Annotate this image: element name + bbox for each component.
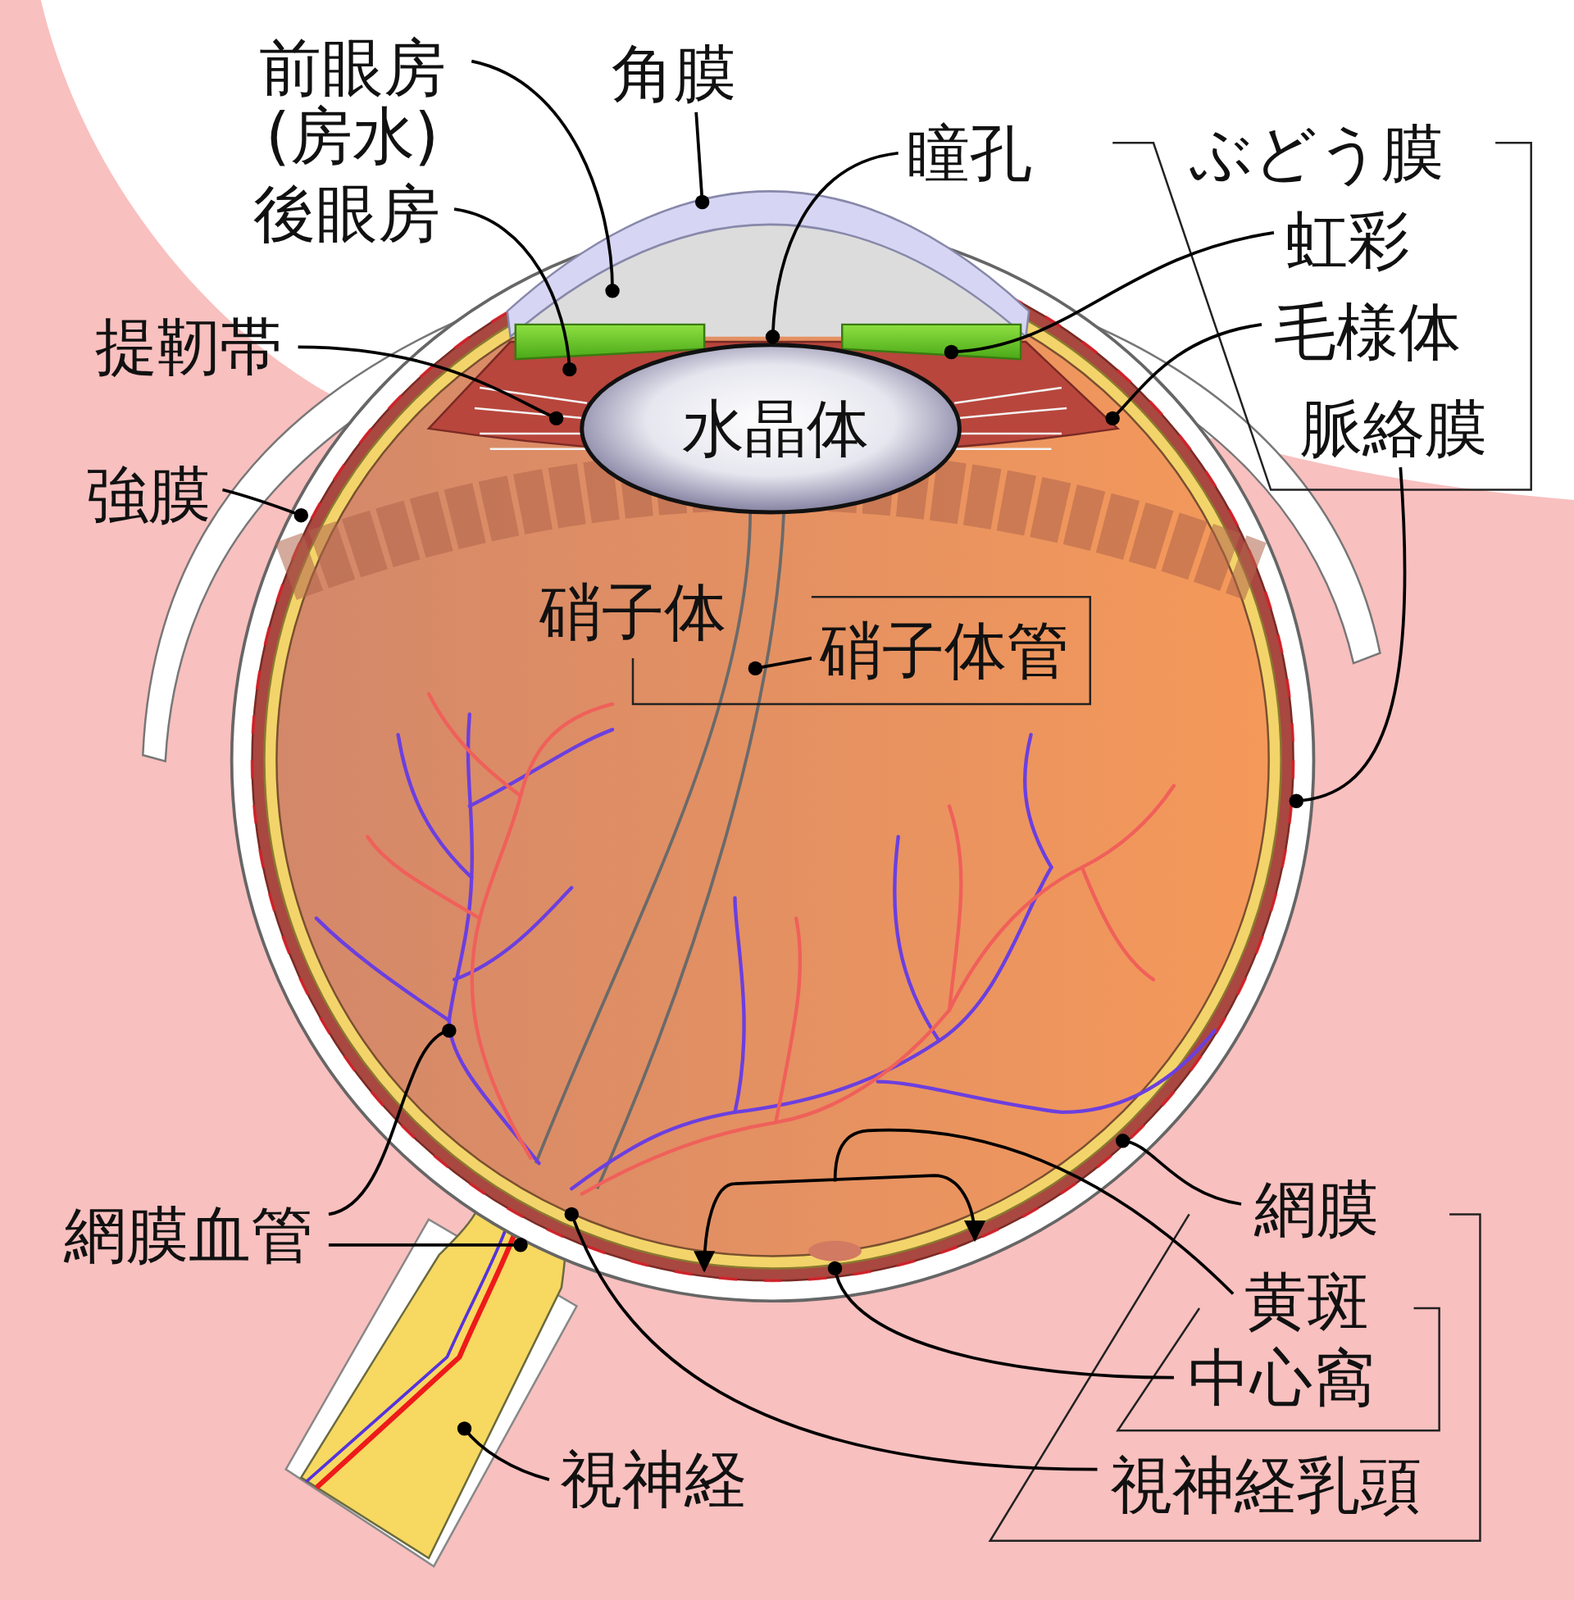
leader-dot bbox=[1289, 794, 1304, 809]
retinal-vessels bbox=[316, 918, 450, 1020]
part-label: 毛様体 bbox=[1273, 297, 1461, 367]
eyeball bbox=[263, 251, 1281, 1269]
retinal-vessels bbox=[398, 734, 473, 878]
retinal-vessels bbox=[367, 694, 1174, 1195]
leader-dot bbox=[564, 1207, 579, 1222]
anterior-segment bbox=[474, 408, 587, 419]
hyaloid-canal bbox=[536, 509, 751, 1164]
leader-dot bbox=[605, 283, 619, 298]
leader-line bbox=[471, 61, 613, 292]
leader-dot bbox=[562, 362, 577, 377]
leader-dot bbox=[294, 195, 1304, 1437]
retinal-vessels bbox=[367, 837, 480, 919]
macula-span bbox=[704, 1175, 975, 1271]
anterior-segment bbox=[954, 408, 1067, 419]
anterior-segment bbox=[582, 345, 960, 513]
part-label: 硝子体管 bbox=[819, 617, 1070, 687]
retinal-vessels bbox=[1024, 734, 1051, 868]
leader-dot bbox=[513, 1237, 528, 1252]
leader-dot bbox=[748, 661, 763, 676]
retinal-vessels bbox=[734, 898, 744, 1113]
bracket bbox=[990, 1214, 1481, 1541]
leader-line bbox=[1123, 1141, 1242, 1205]
eyeball bbox=[808, 1241, 862, 1262]
leader-line bbox=[1112, 324, 1262, 419]
leader-line bbox=[298, 346, 557, 419]
part-label: 瞳孔 bbox=[907, 118, 1033, 188]
macula-span bbox=[704, 1175, 975, 1271]
leader-line bbox=[835, 1268, 1174, 1378]
retinal-vessels bbox=[582, 786, 1174, 1195]
retinal-vessels bbox=[949, 805, 961, 1010]
leader-dot bbox=[944, 345, 959, 360]
part-label: 網膜 bbox=[1254, 1175, 1379, 1245]
anterior-segment bbox=[515, 324, 705, 360]
eyeball bbox=[252, 240, 1294, 1282]
anterior-segment bbox=[507, 191, 1029, 337]
leader-line bbox=[222, 490, 301, 516]
leader-line bbox=[222, 61, 1405, 1480]
leader-dot bbox=[1105, 411, 1120, 426]
part-label: 水晶体 bbox=[682, 394, 869, 464]
part-label: 強膜 bbox=[86, 460, 211, 530]
anterior-segment bbox=[949, 432, 1062, 435]
part-label: 視神経乳頭 bbox=[1109, 1451, 1422, 1520]
part-label: 脈絡膜 bbox=[1300, 394, 1488, 464]
eyeball bbox=[232, 219, 1315, 1302]
part-label: 提靭帯 bbox=[95, 313, 283, 383]
retinal-vessels bbox=[316, 694, 1215, 1195]
part-label: 網膜血管 bbox=[63, 1200, 314, 1270]
part-label: 虹彩 bbox=[1285, 205, 1411, 275]
part-label: 硝子体 bbox=[539, 577, 727, 647]
retinal-vessels bbox=[428, 694, 521, 797]
leader-dot bbox=[827, 1261, 842, 1276]
leader-dot bbox=[695, 195, 710, 210]
leader-line bbox=[1296, 467, 1405, 801]
leader-dot bbox=[441, 1023, 456, 1038]
leader-line bbox=[755, 658, 811, 669]
leader-line bbox=[328, 1243, 521, 1247]
bracket bbox=[632, 142, 1532, 1542]
eyeball bbox=[276, 263, 1269, 1256]
retinal-vessels bbox=[877, 1030, 1215, 1113]
leader-line bbox=[328, 1030, 450, 1215]
part-label: 視神経 bbox=[559, 1446, 747, 1515]
retinal-vessels bbox=[894, 837, 939, 1042]
part-label: 黄斑 bbox=[1244, 1267, 1370, 1337]
leader-line bbox=[696, 112, 702, 203]
retinal-vessels bbox=[775, 918, 801, 1123]
part-label: 角膜 bbox=[611, 39, 737, 109]
part-label: 中心窩 bbox=[1187, 1343, 1375, 1413]
part-label: 前眼房 (房水) bbox=[240, 33, 465, 171]
part-label: ぶどう膜 bbox=[1189, 118, 1444, 188]
leader-dot bbox=[294, 508, 309, 523]
bracket bbox=[1112, 142, 1532, 490]
part-label: 後眼房 bbox=[253, 180, 441, 250]
leader-dot bbox=[549, 411, 564, 426]
leader-dot bbox=[765, 329, 780, 344]
eyeball bbox=[232, 219, 1315, 1302]
retinal-vessels bbox=[1082, 867, 1154, 980]
anterior-segment bbox=[479, 432, 592, 435]
anterior-segment bbox=[954, 387, 1062, 404]
hyaloid-canal bbox=[536, 509, 785, 1189]
anterior-segment bbox=[841, 324, 1021, 360]
eyeball bbox=[252, 240, 1294, 1282]
retinal-vessels bbox=[469, 729, 613, 806]
leader-line bbox=[835, 1130, 1234, 1295]
leader-line bbox=[454, 209, 570, 369]
background bbox=[40, 0, 1574, 501]
leader-line bbox=[464, 1428, 550, 1480]
leader-dot bbox=[457, 1421, 472, 1436]
anterior-segment bbox=[428, 191, 1118, 513]
leader-dot bbox=[1115, 1133, 1130, 1148]
retinal-vessels bbox=[316, 714, 1215, 1189]
leader-line bbox=[571, 1214, 1097, 1470]
leader-line bbox=[773, 153, 899, 337]
